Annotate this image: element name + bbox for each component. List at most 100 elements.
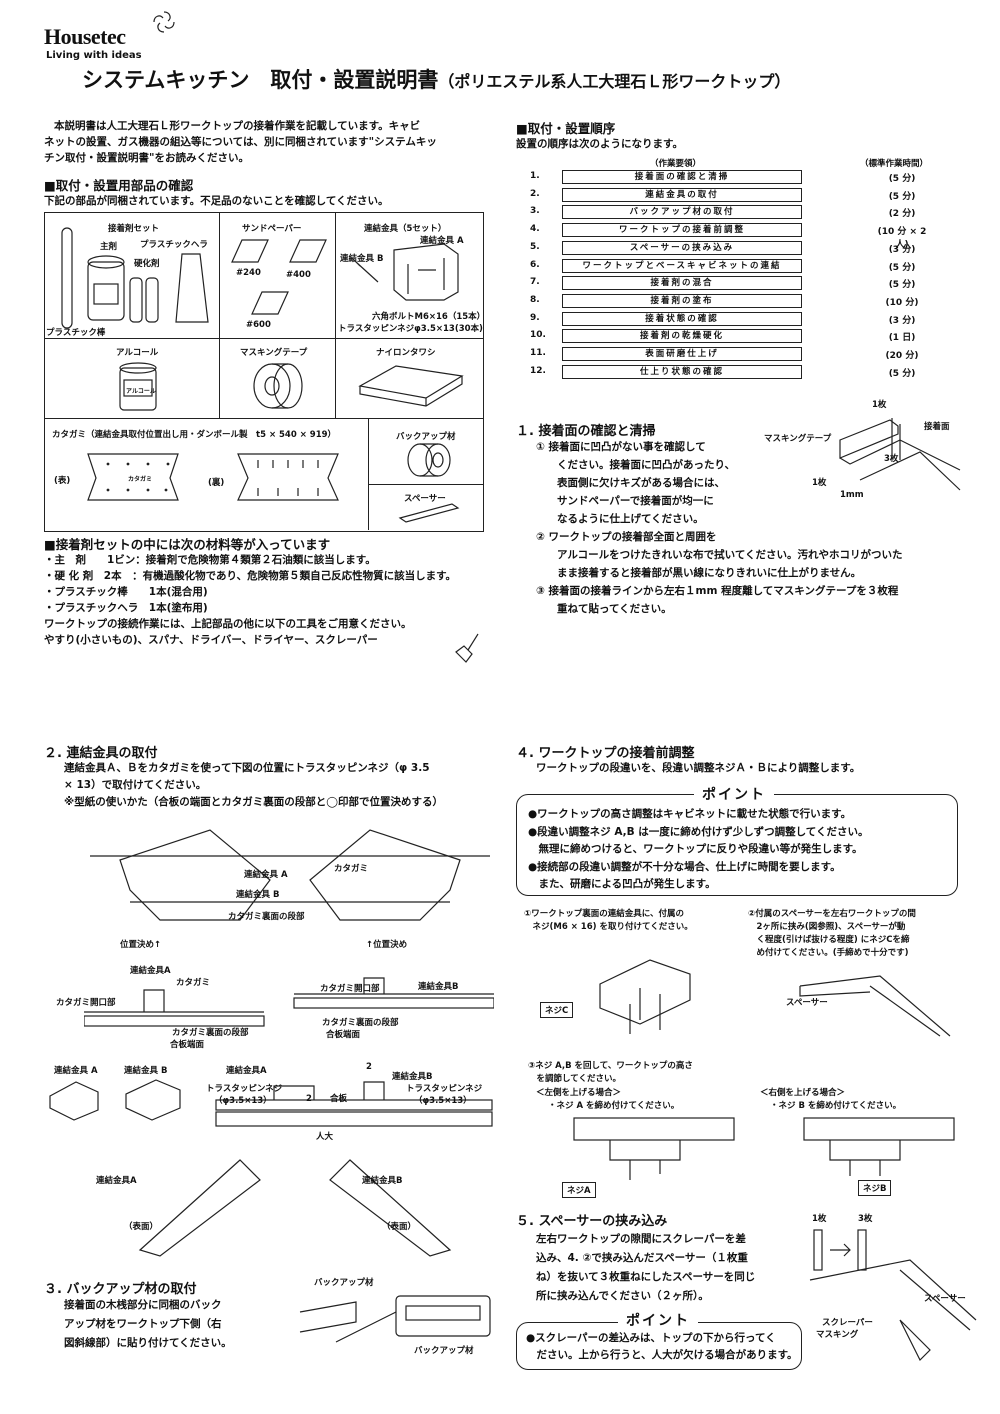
backup-roll-illustration — [407, 443, 451, 477]
brand-name: Housetec — [44, 24, 126, 49]
scrub-label: ナイロンタワシ — [376, 348, 436, 358]
adhesive-set-illustration — [61, 227, 209, 329]
step-time: (10 分) — [885, 297, 919, 308]
s2-bracket-b: 連結金具 B — [124, 1066, 168, 1076]
s1-tape-label: マスキングテープ — [764, 434, 832, 444]
page-title: システムキッチン 取付・設置説明書（ポリエステル系人工大理石Ｌ形ワークトップ） — [82, 68, 791, 92]
step-task: ワークトップとベースキャビネットの連結 — [562, 258, 802, 273]
step-time: (5 分) — [888, 191, 916, 202]
grit-600: #600 — [246, 320, 271, 330]
step-task: 表面研磨仕上げ — [562, 347, 802, 361]
bolt-label: 六角ボルトM6×16（15本） — [372, 312, 486, 322]
nylon-scrub-illustration — [358, 365, 464, 407]
step-number: 7. — [530, 277, 540, 288]
step-time: (2 分) — [888, 209, 916, 220]
s2-pos-left: 位置決め↑ — [120, 940, 162, 950]
s2-step-label: カタガミ裏面の段部 — [228, 912, 305, 922]
sandpaper-illustration — [231, 239, 327, 315]
step-task: スペーサーの挟み込み — [562, 240, 802, 255]
intro-text: 本説明書は人工大理石Ｌ形ワークトップの接着作業を記載しています。キャビネットの設… — [44, 120, 437, 164]
step-number: 5. — [530, 241, 540, 252]
s1-face-label: 接着面 — [924, 422, 950, 432]
grit-240: #240 — [236, 268, 261, 278]
procedure-heading: ■取付・設置順序 — [516, 121, 616, 136]
s5-points: ●スクレーパーの差込みは、トップの下から行ってく ださい。上から行うと、人大が欠… — [526, 1332, 798, 1361]
parts-note: 下記の部品が同梱されています。不足品のないことを確認してください。 — [44, 195, 389, 207]
spacer-label: スペーサー — [404, 494, 446, 504]
s5-scraper-label: スクレーパー — [822, 1318, 873, 1328]
procedure-note: 設置の順序は次のようになります。 — [516, 138, 683, 150]
step-task: バックアップ材の取付 — [562, 205, 802, 220]
contents-heading: ■接着剤セットの中には次の材料等が入っています — [44, 537, 331, 552]
s5-spacer-label: スペーサー — [924, 1294, 966, 1304]
s1-illustration — [839, 418, 961, 491]
col-task-header: （作業要領） — [650, 159, 702, 169]
s3-illustration — [299, 1295, 491, 1343]
s4-neja-label: ネジA — [562, 1182, 596, 1198]
s2-title: ２. 連結金具の取付 — [44, 746, 158, 761]
step-time: (5 分) — [888, 174, 916, 184]
template-front: (表) — [54, 476, 71, 486]
template-back: (裏) — [208, 478, 225, 488]
step-number: 4. — [530, 224, 540, 235]
s5-illustration — [809, 1229, 977, 1362]
s2-position-illustration — [138, 1159, 452, 1257]
step-time: (20 分) — [885, 351, 919, 361]
s3-title: ３. バックアップ材の取付 — [44, 1282, 197, 1297]
scraper-icon — [455, 633, 479, 663]
step-time: (1 日) — [888, 333, 916, 344]
s1-1mm: 1mm — [840, 490, 864, 500]
bracket-b-label: 連結金具 B — [340, 254, 384, 264]
step-task: 接着状態の確認 — [562, 311, 802, 326]
s2-step-r-label: カタガミ裏面の段部 — [322, 1018, 399, 1028]
s2-ka-label: 連結金具A — [226, 1066, 267, 1076]
template-label: カタガミ（連結金具取付位置出し用・ダンボール製 t5 × 540 × 919） — [52, 430, 337, 440]
s2-screw-label: トラスタッピンネジ — [206, 1084, 283, 1094]
s1-3sheets: 3枚 — [884, 454, 899, 464]
step-task: 接着剤の塗布 — [562, 293, 802, 308]
main-agent-label: 主剤 — [100, 242, 118, 252]
s4-left-do: ・ネジ A を締め付けてください。 — [548, 1101, 680, 1111]
step-time: (5 分) — [888, 368, 916, 379]
s4-left-raise-illustration — [573, 1117, 735, 1180]
s3-text: 接着面の木桟部分に同梱のバックアップ材をワークトップ下側（右図斜線部）に貼り付け… — [64, 1299, 232, 1349]
s3-backup-label2: バックアップ材 — [414, 1346, 474, 1356]
step-number: 9. — [530, 312, 540, 323]
step-task: 仕上り状態の確認 — [562, 364, 802, 379]
template-print-text: カタガミ — [128, 476, 153, 483]
s2-face-left: （表面） — [124, 1222, 159, 1232]
step-task: 連結金具の取付 — [562, 187, 802, 202]
s2-katagami-label: カタガミ — [334, 864, 369, 874]
s2-bracket-b-label: 連結金具 B — [236, 890, 280, 900]
s2-bracket-a: 連結金具 A — [54, 1066, 98, 1076]
step-number: 11. — [530, 348, 546, 358]
s2-section-illustration — [84, 977, 494, 1027]
s2-kb-label: 連結金具B — [392, 1072, 433, 1082]
step-number: 3. — [530, 206, 540, 217]
step-number: 1. — [530, 171, 540, 181]
rod-label: プラスチック棒 — [46, 328, 106, 338]
step-time: (5 分) — [888, 280, 916, 291]
col-time-header: （標準作業時間） — [860, 159, 929, 169]
s5-3sheets: 3枚 — [858, 1214, 873, 1224]
alcohol-label: アルコール — [116, 348, 159, 358]
s4-step1-illustration — [599, 959, 691, 1034]
bracket-a-label: 連結金具 A — [420, 236, 464, 246]
s2-phi2-label: （φ3.5×13） — [414, 1096, 472, 1106]
alcohol-bottle-illustration — [119, 362, 157, 411]
s5-text: 左右ワークトップの隙間にスクレーパーを差込み、4. ②で挟み込んだスペーサー（１… — [536, 1233, 756, 1302]
s2-phi-label: （φ3.5×13） — [214, 1096, 272, 1106]
s2-step2-label: カタガミ裏面の段部 — [172, 1028, 249, 1038]
s2-kat-a-label: 連結金具A — [130, 966, 171, 976]
s2-face-right: （表面） — [382, 1222, 417, 1232]
s2-marble-label: 人大 — [316, 1132, 334, 1142]
s4-spacer-label: スペーサー — [786, 998, 828, 1008]
s4-left-case: ＜左側を上げる場合＞ — [536, 1088, 622, 1098]
step-task: 接着剤の混合 — [562, 276, 802, 291]
s4-step1: ①ワークトップ裏面の連結金具に、付属の ネジ(M6 × 16) を取り付けてくだ… — [524, 909, 693, 932]
s2-plywood-label: 合板 — [330, 1094, 348, 1104]
s2-fa-label: 連結金具A — [96, 1176, 137, 1186]
s2-dim-2b: 2 — [306, 1094, 312, 1104]
s5-1sheet: 1枚 — [812, 1214, 827, 1224]
s2-open-r-label: カタガミ開口部 — [320, 984, 380, 994]
